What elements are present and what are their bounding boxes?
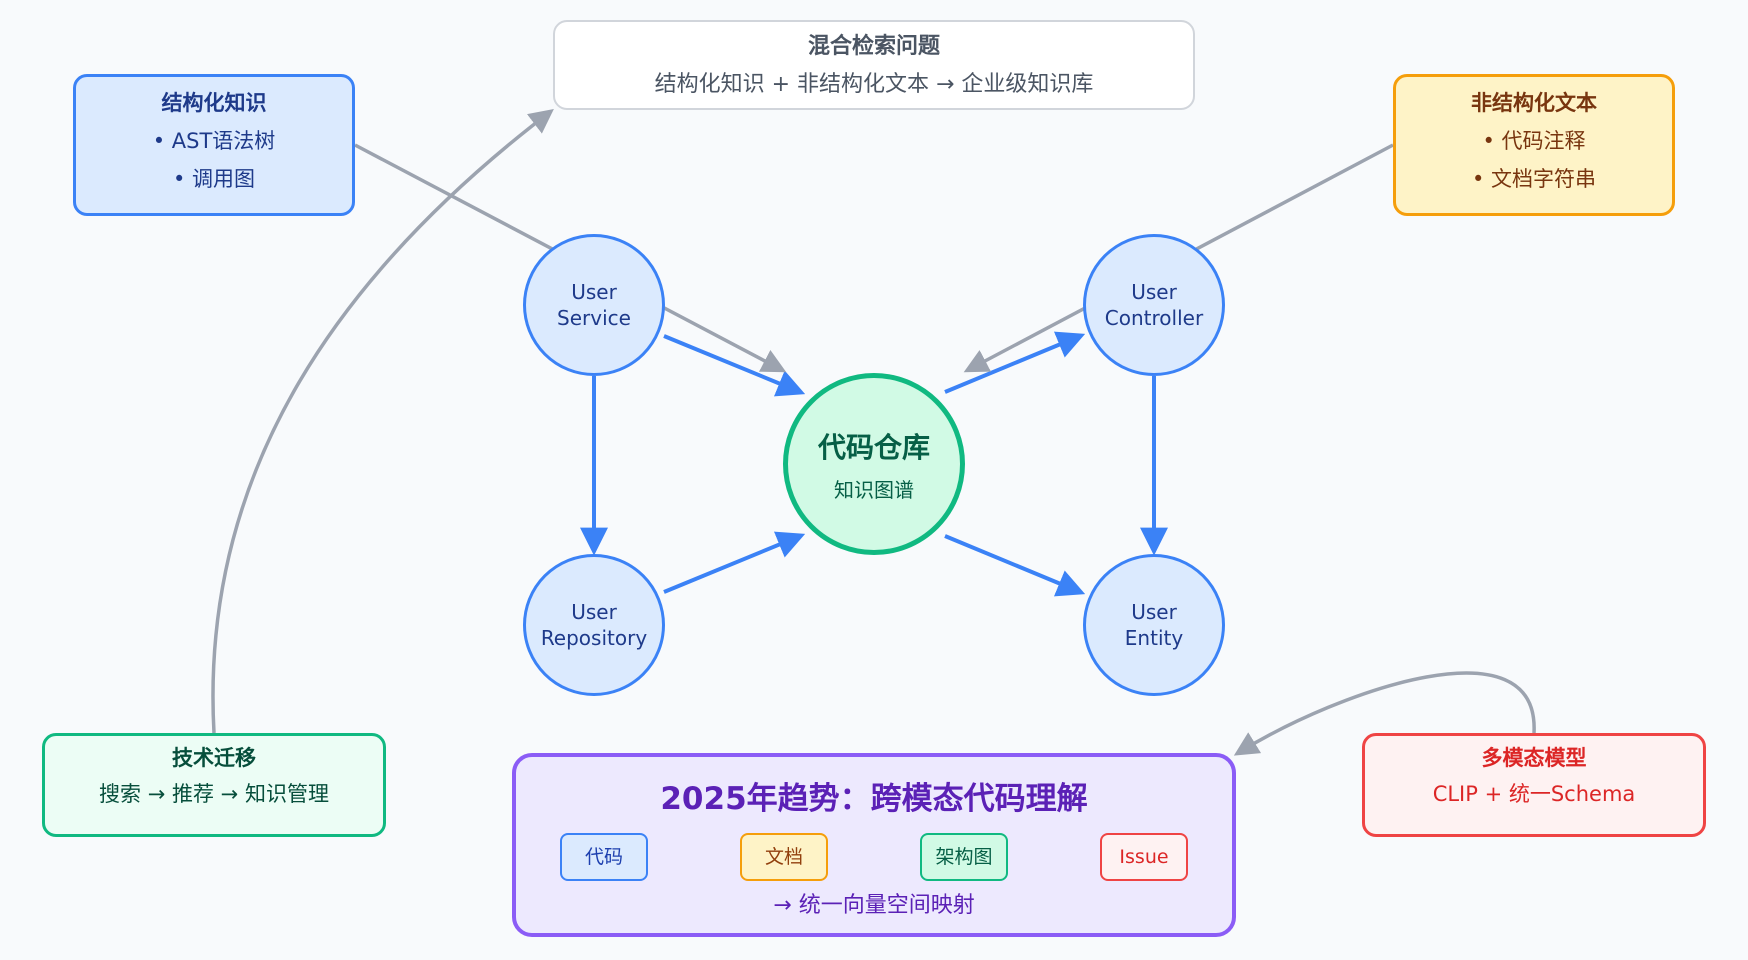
node-user-service: User Service (523, 234, 665, 376)
node-user-repository: User Repository (523, 554, 665, 696)
edge-repository-to-center (663, 531, 806, 594)
node-user-service-line2: Service (557, 306, 631, 330)
node-user-controller-line1: User (1131, 280, 1177, 304)
hybrid-title: 混合检索问题 (807, 34, 940, 59)
center-title: 代码仓库 (817, 430, 930, 464)
migration-title: 技术迁移 (172, 746, 256, 770)
edge-center-to-controller (944, 331, 1086, 394)
unstructured-item-docstrings: • 文档字符串 (1471, 167, 1597, 191)
node-user-controller-line2: Controller (1104, 306, 1204, 330)
chip-issue: Issue (1100, 833, 1188, 881)
unstructured-text-box: 非结构化文本 • 代码注释 • 文档字符串 (1393, 74, 1675, 216)
structured-title: 结构化知识 (161, 91, 267, 115)
multimodal-title: 多模态模型 (1481, 746, 1587, 770)
tech-migration-box: 技术迁移 搜索 → 推荐 → 知识管理 (42, 733, 386, 837)
node-user-controller: User Controller (1083, 234, 1225, 376)
structured-item-callgraph: • 调用图 (172, 167, 256, 191)
multimodal-subtitle: CLIP + 统一Schema (1432, 782, 1636, 806)
hybrid-subtitle: 结构化知识 + 非结构化文本 → 企业级知识库 (654, 72, 1094, 97)
edge-service-to-center (663, 334, 806, 397)
structured-knowledge-box: 结构化知识 • AST语法树 • 调用图 (73, 74, 355, 216)
node-user-service-line1: User (571, 280, 617, 304)
chip-code: 代码 (560, 833, 648, 881)
trend-2025-box: 2025年趋势：跨模态代码理解 代码 文档 架构图 Issue → 统一向量空间… (512, 753, 1236, 937)
node-user-entity-line2: Entity (1124, 626, 1184, 650)
multimodal-model-box: 多模态模型 CLIP + 统一Schema (1362, 733, 1706, 837)
node-user-entity-line1: User (1131, 600, 1177, 624)
edge-center-to-entity (944, 534, 1086, 597)
center-subtitle: 知识图谱 (834, 477, 914, 502)
node-user-repository-line1: User (571, 600, 617, 624)
unstructured-item-comments: • 代码注释 (1482, 129, 1586, 153)
trend-title: 2025年趋势：跨模态代码理解 (660, 781, 1088, 817)
chip-documentation: 文档 (740, 833, 828, 881)
code-repository-node: 代码仓库 知识图谱 (783, 373, 965, 555)
hybrid-retrieval-box: 混合检索问题 结构化知识 + 非结构化文本 → 企业级知识库 (553, 20, 1195, 110)
trend-footer: → 统一向量空间映射 (773, 893, 975, 918)
migration-subtitle: 搜索 → 推荐 → 知识管理 (99, 782, 329, 806)
node-user-repository-line2: Repository (540, 626, 648, 650)
unstructured-title: 非结构化文本 (1471, 91, 1597, 115)
chip-architecture-diagram: 架构图 (920, 833, 1008, 881)
structured-item-ast: • AST语法树 (152, 129, 276, 153)
node-user-entity: User Entity (1083, 554, 1225, 696)
